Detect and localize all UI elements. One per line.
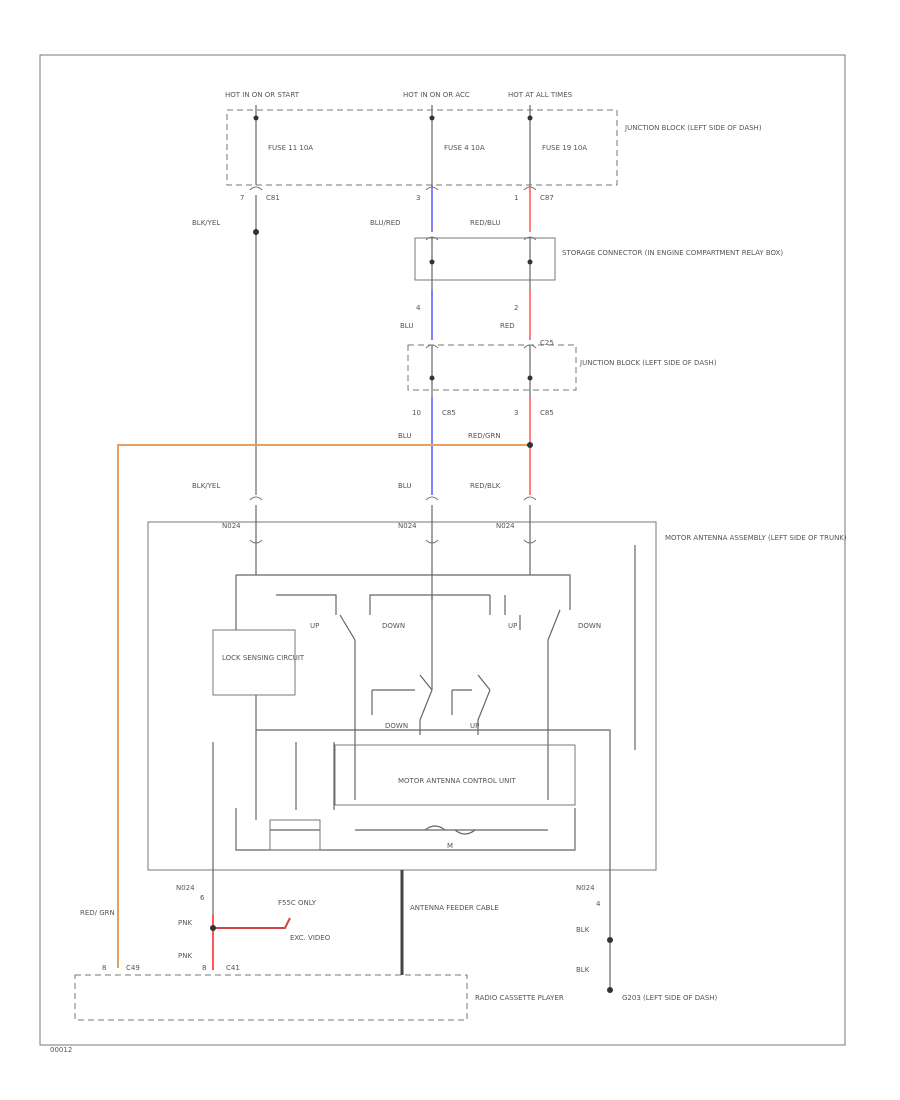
hot-right-label: HOT AT ALL TIMES xyxy=(508,91,573,99)
diagram-id: 00012 xyxy=(50,1046,72,1054)
ground-point xyxy=(607,987,613,993)
splice-blk xyxy=(607,937,613,943)
wire-label-red-1: RED xyxy=(500,322,515,330)
connector-c5-pin: 2 xyxy=(514,304,518,312)
radio-cassette-label: RADIO CASSETTE PLAYER xyxy=(475,994,564,1002)
connector-c8-pin: 3 xyxy=(514,409,518,417)
wire-label-blk-1: BLK xyxy=(576,926,590,934)
wire-label-blk-yel-1: BLK/YEL xyxy=(192,219,220,227)
wire-label-red-grn-2: RED/ GRN xyxy=(80,909,115,917)
connector-c10-pin: 8 xyxy=(202,964,206,972)
connector-c10: C41 xyxy=(226,964,240,972)
wire-label-blu-2: BLU xyxy=(398,432,411,440)
wire-red-grn-branch xyxy=(117,444,530,968)
lock-sensing-label: LOCK SENSING CIRCUIT xyxy=(222,654,305,662)
connector-c4-pin: 4 xyxy=(416,304,421,312)
junction-block-1-outline xyxy=(226,109,618,186)
connector-c6: C25 xyxy=(540,339,554,347)
connector-c8: C85 xyxy=(540,409,554,417)
up-label-2: UP xyxy=(508,622,517,630)
junction-block-2-label: JUNCTION BLOCK (LEFT SIDE OF DASH) xyxy=(579,359,717,367)
junction-block-2-outline xyxy=(407,344,577,391)
connector-c7: C85 xyxy=(442,409,456,417)
fuse-right-label: FUSE 19 10A xyxy=(542,144,587,152)
wire-pnk-branch xyxy=(213,917,291,929)
up-label-1: UP xyxy=(310,622,319,630)
exc-label: EXC. VIDEO xyxy=(290,934,331,942)
connector-n5: N024 xyxy=(576,884,595,892)
connector-n3: N024 xyxy=(496,522,515,530)
wire-label-blk-2: BLK xyxy=(576,966,590,974)
down-label-1: DOWN xyxy=(382,622,405,630)
splice-pnk xyxy=(210,925,216,931)
storage-connector-label: STORAGE CONNECTOR (IN ENGINE COMPARTMENT… xyxy=(562,249,783,257)
connector-c3-pin: 1 xyxy=(514,194,518,202)
junction-block-1-label: JUNCTION BLOCK (LEFT SIDE OF DASH) xyxy=(624,124,762,132)
wire-label-blu-red: BLU/RED xyxy=(370,219,401,227)
ground-label: G203 (LEFT SIDE OF DASH) xyxy=(622,994,718,1002)
connector-c2-pin: 3 xyxy=(416,194,420,202)
connector-n4-pin: 6 xyxy=(200,894,205,902)
connector-n1: N024 xyxy=(222,522,241,530)
motor-antenna-assembly-label: MOTOR ANTENNA ASSEMBLY (LEFT SIDE OF TRU… xyxy=(665,534,847,542)
wire-label-blu-3: BLU xyxy=(398,482,411,490)
connector-n5-pin: 4 xyxy=(596,900,601,908)
wire-label-pnk-1: PNK xyxy=(178,919,192,927)
ex-only-label: F55C ONLY xyxy=(278,899,317,907)
wire-label-red-blk: RED/BLK xyxy=(470,482,501,490)
wire-label-pnk-2: PNK xyxy=(178,952,192,960)
wire-label-blk-yel-2: BLK/YEL xyxy=(192,482,220,490)
connector-c9: C49 xyxy=(126,964,140,972)
wire-label-blu-1: BLU xyxy=(400,322,413,330)
connector-c9-pin: 8 xyxy=(102,964,106,972)
splice-red-grn xyxy=(527,442,533,448)
down-label-2: DOWN xyxy=(578,622,601,630)
connector-c1: C81 xyxy=(266,194,280,202)
connector-c7-pin: 10 xyxy=(412,409,421,417)
wire-label-red-blu-1: RED/BLU xyxy=(470,219,501,227)
antenna-feeder-label: ANTENNA FEEDER CABLE xyxy=(410,904,499,912)
internal-circuit xyxy=(212,545,636,885)
connector-c3: C87 xyxy=(540,194,554,202)
connector-marks xyxy=(249,115,537,544)
motor-m-label: M xyxy=(447,842,453,850)
motor-antenna-assembly-outline xyxy=(147,521,657,871)
fuse-left-label: FUSE 11 10A xyxy=(268,144,313,152)
connector-n2: N024 xyxy=(398,522,417,530)
wire-label-red-grn-1: RED/GRN xyxy=(468,432,501,440)
down-label-3: DOWN xyxy=(385,722,408,730)
connector-c1-pin: 7 xyxy=(240,194,244,202)
up-label-3: UP xyxy=(470,722,479,730)
radio-cassette-outline xyxy=(74,974,468,1021)
fuse-mid-label: FUSE 4 10A xyxy=(444,144,485,152)
storage-connector-outline xyxy=(414,237,556,281)
hot-left-label: HOT IN ON OR START xyxy=(225,91,300,99)
hot-mid-label: HOT IN ON OR ACC xyxy=(403,91,470,99)
connector-n4: N024 xyxy=(176,884,195,892)
diagram-frame xyxy=(39,54,846,1046)
control-unit-label: MOTOR ANTENNA CONTROL UNIT xyxy=(398,777,516,785)
